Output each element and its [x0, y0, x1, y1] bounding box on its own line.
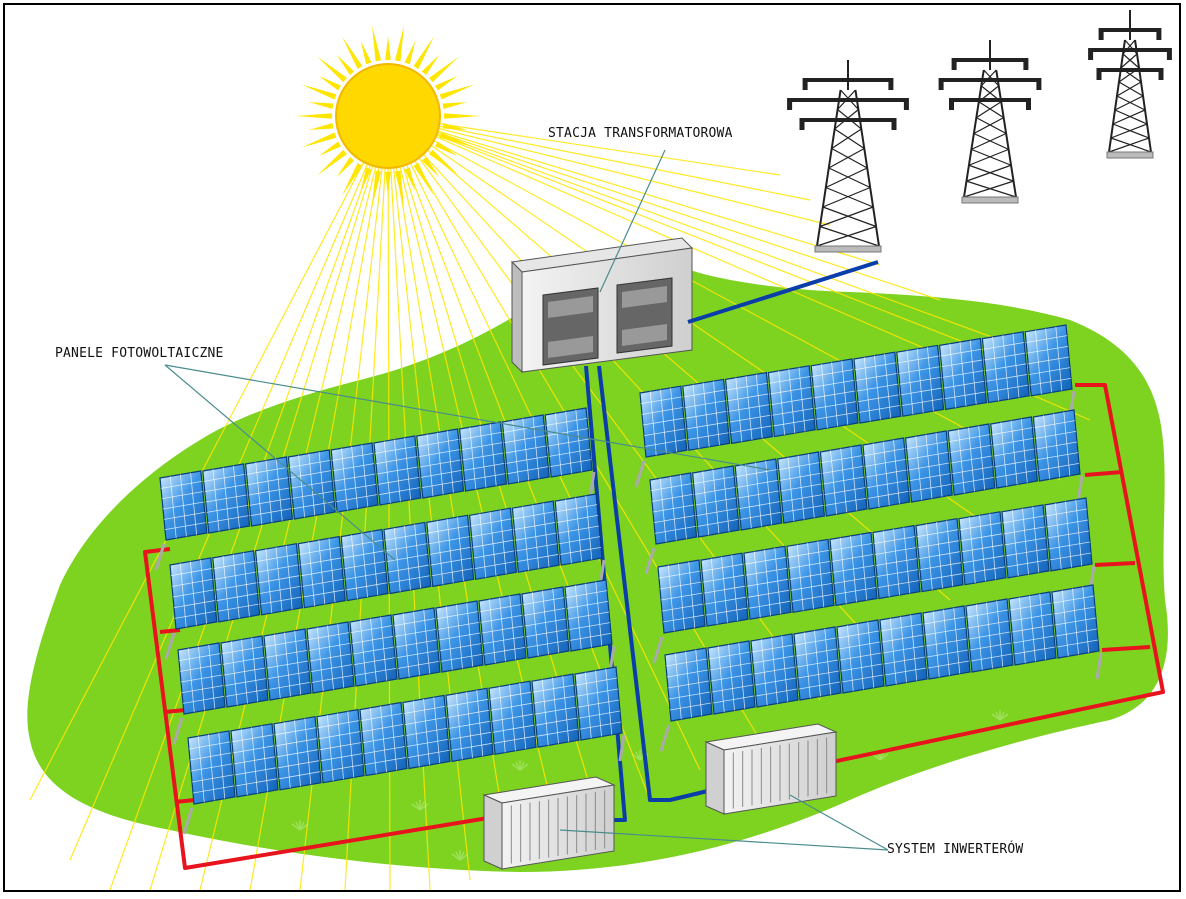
transformer-door-left [542, 287, 599, 366]
transformer-door-right [616, 277, 673, 354]
sun-icon [296, 25, 480, 207]
label-pv-panels: PANELE FOTOWOLTAICZNE [55, 346, 224, 361]
leader-lines [164, 149, 889, 851]
label-transformer-station: STACJA TRANSFORMATOROWA [548, 126, 733, 141]
label-inverter-system: SYSTEM INWERTERÓW [887, 842, 1024, 857]
inverter-system [482, 723, 838, 870]
transformer-station [510, 237, 694, 374]
dc-cables [143, 383, 1165, 870]
pv-panel-array [154, 324, 1103, 835]
power-line-towers [787, 10, 1172, 253]
